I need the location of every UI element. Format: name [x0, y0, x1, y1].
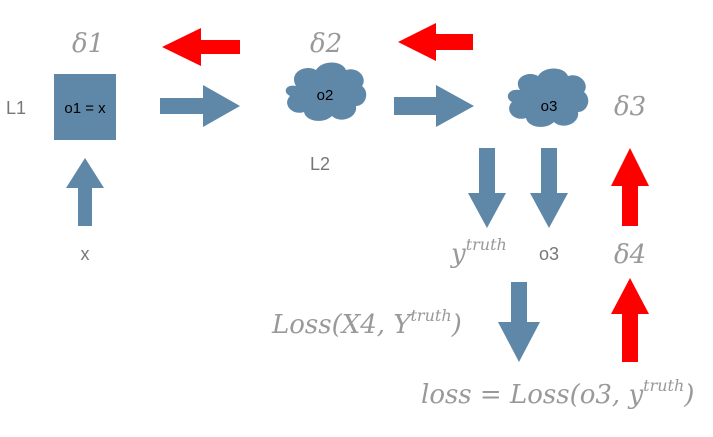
ytruth-label: ytruth — [450, 235, 507, 269]
loss-function-sup: truth — [411, 306, 452, 325]
layer-2-label: L2 — [310, 154, 330, 174]
delta-4-label: δ4 — [614, 240, 646, 270]
loss-eq-lhs: loss — [421, 380, 472, 410]
layer-1-label: L1 — [6, 98, 26, 118]
delta-1-label: δ1 — [72, 29, 104, 59]
ytruth-sup: truth — [466, 235, 507, 254]
forward-arrow-to-o3 — [530, 148, 568, 228]
loss-function-main: Loss(X4, Y — [271, 310, 413, 340]
backward-arrow-top-left — [162, 28, 240, 66]
input-x-label: x — [81, 244, 90, 264]
loss-eq-fn: Loss(o3, y — [509, 380, 643, 410]
backward-arrow-to-delta4 — [611, 278, 649, 362]
input-node-label: o1 = x — [64, 100, 106, 117]
forward-arrow-to-loss — [498, 282, 540, 362]
forward-arrow-1 — [160, 85, 240, 127]
hidden-node-label: o2 — [317, 87, 334, 104]
output-node-label: o3 — [541, 98, 558, 115]
delta-2-label: δ2 — [310, 29, 342, 59]
input-node — [54, 74, 116, 140]
delta-3-label: δ3 — [614, 92, 646, 122]
loss-eq-sup: truth — [643, 376, 684, 395]
forward-arrow-2 — [394, 85, 474, 127]
hidden-node-cloud — [285, 62, 367, 121]
output-o3-label: o3 — [539, 244, 559, 264]
input-arrow-up — [66, 158, 104, 226]
forward-arrow-to-ytruth — [468, 148, 506, 228]
loss-eq-close: ) — [683, 380, 694, 410]
loss-eq-equals: = — [472, 380, 510, 410]
loss-function-close: ) — [451, 310, 462, 340]
backward-arrow-to-delta3 — [611, 148, 649, 226]
loss-function-label: Loss(X4, Ytruth) — [271, 306, 462, 340]
output-node-cloud — [507, 68, 589, 127]
loss-equation: loss = Loss(o3, ytruth) — [421, 376, 694, 410]
ytruth-base: y — [450, 239, 466, 269]
backward-arrow-top-right — [398, 23, 473, 61]
